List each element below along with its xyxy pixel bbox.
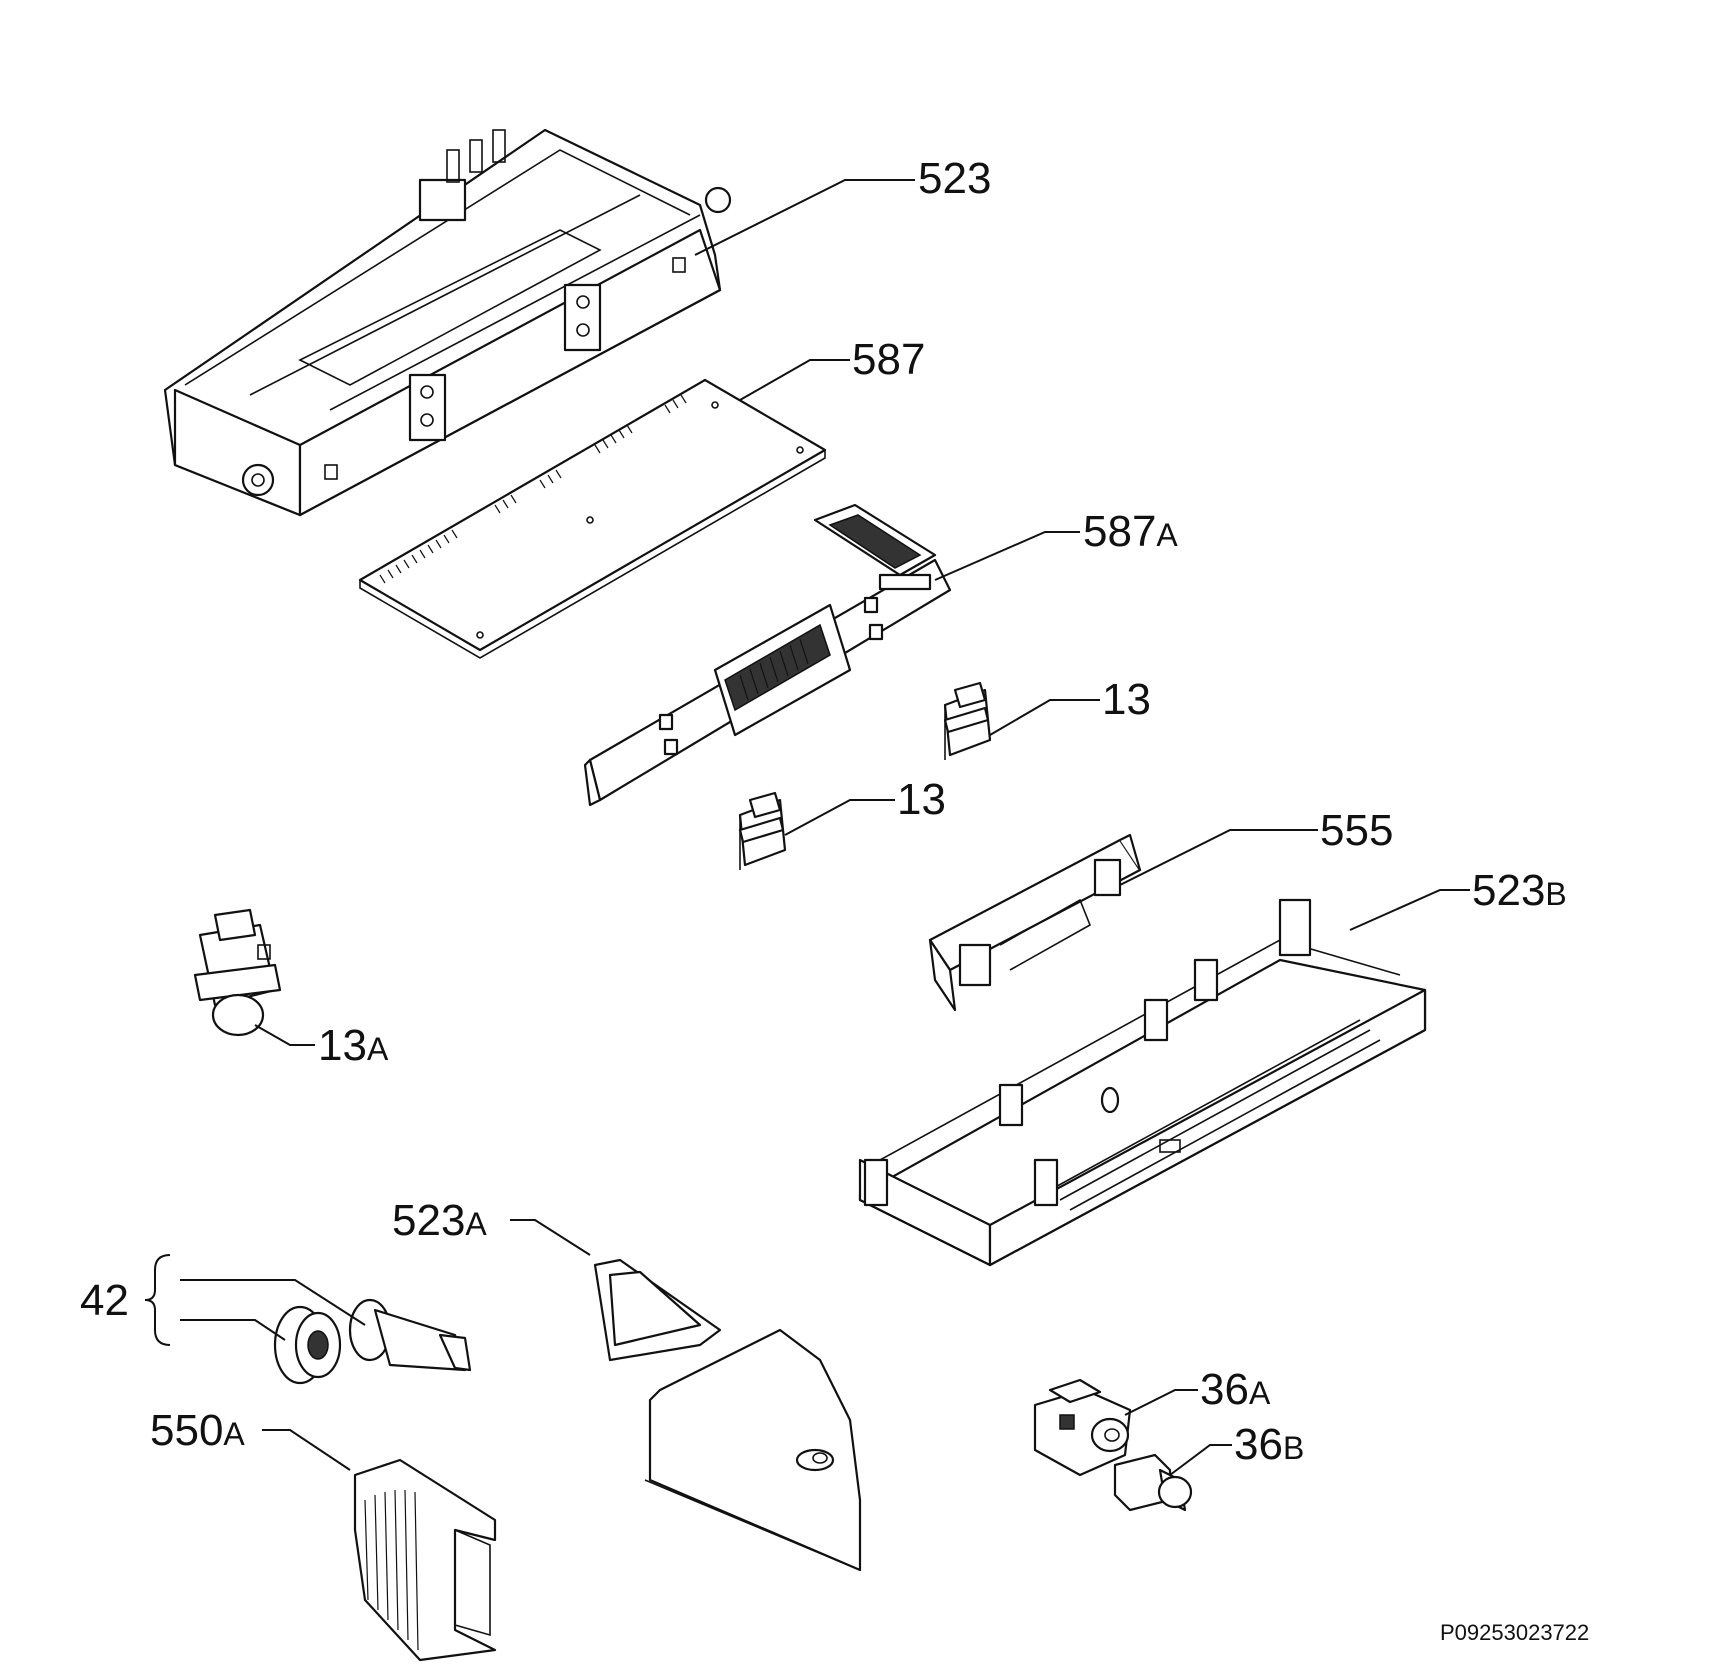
callout-13A: 13A — [318, 1021, 389, 1070]
callout-13-lower: 13 — [897, 775, 946, 824]
leader-587 — [739, 359, 850, 401]
part-36B-push-button — [1113, 1453, 1193, 1512]
callout-523: 523 — [918, 154, 991, 203]
callout-labels: 523 587 587A 13 13 555 523B 13A 523A 42 … — [80, 154, 1567, 1469]
callout-587: 587 — [852, 335, 925, 384]
leader-555 — [1119, 829, 1318, 886]
callout-555: 555 — [1320, 806, 1393, 855]
part-523B-housing-tray — [858, 898, 1427, 1267]
part-13A-knob — [193, 908, 282, 1037]
leader-587A — [934, 531, 1080, 581]
leader-13-upper — [989, 699, 1100, 736]
leader-42-upper — [180, 1279, 366, 1326]
leader-523B — [1349, 889, 1470, 931]
leader-523A — [510, 1219, 591, 1256]
leader-36A — [1124, 1389, 1198, 1416]
part-550A-handle-cap — [353, 1458, 497, 1662]
leader-523 — [694, 179, 915, 256]
part-523-control-housing — [163, 128, 732, 517]
part-523A-front-cover — [593, 1258, 862, 1572]
part-13-lower-clip — [738, 791, 787, 870]
callout-523A: 523A — [392, 1196, 487, 1245]
leader-13-lower — [784, 799, 895, 836]
part-555-bracket — [928, 833, 1142, 1012]
callout-523B: 523B — [1472, 866, 1567, 915]
part-587-circuit-board — [358, 378, 827, 659]
drawing-reference-code: P09253023722 — [1440, 1620, 1590, 1645]
part-13-upper-clip — [943, 681, 992, 760]
callout-13-upper: 13 — [1102, 675, 1151, 724]
part-36A-switch — [1033, 1378, 1132, 1477]
part-42-bushing-assembly — [273, 1298, 472, 1385]
callout-36A: 36A — [1200, 1365, 1271, 1414]
leader-550A — [262, 1429, 351, 1471]
callout-550A: 550A — [150, 1406, 245, 1455]
part-587A-display-board — [583, 503, 952, 807]
leader-13A — [254, 1024, 315, 1046]
leader-42-lower — [180, 1319, 286, 1341]
callout-36B: 36B — [1234, 1420, 1304, 1469]
leader-36B — [1169, 1444, 1232, 1476]
callout-42: 42 — [80, 1276, 129, 1325]
leader-lines — [180, 179, 1470, 1476]
callout-587A: 587A — [1083, 507, 1178, 556]
bracket-42 — [144, 1254, 171, 1346]
